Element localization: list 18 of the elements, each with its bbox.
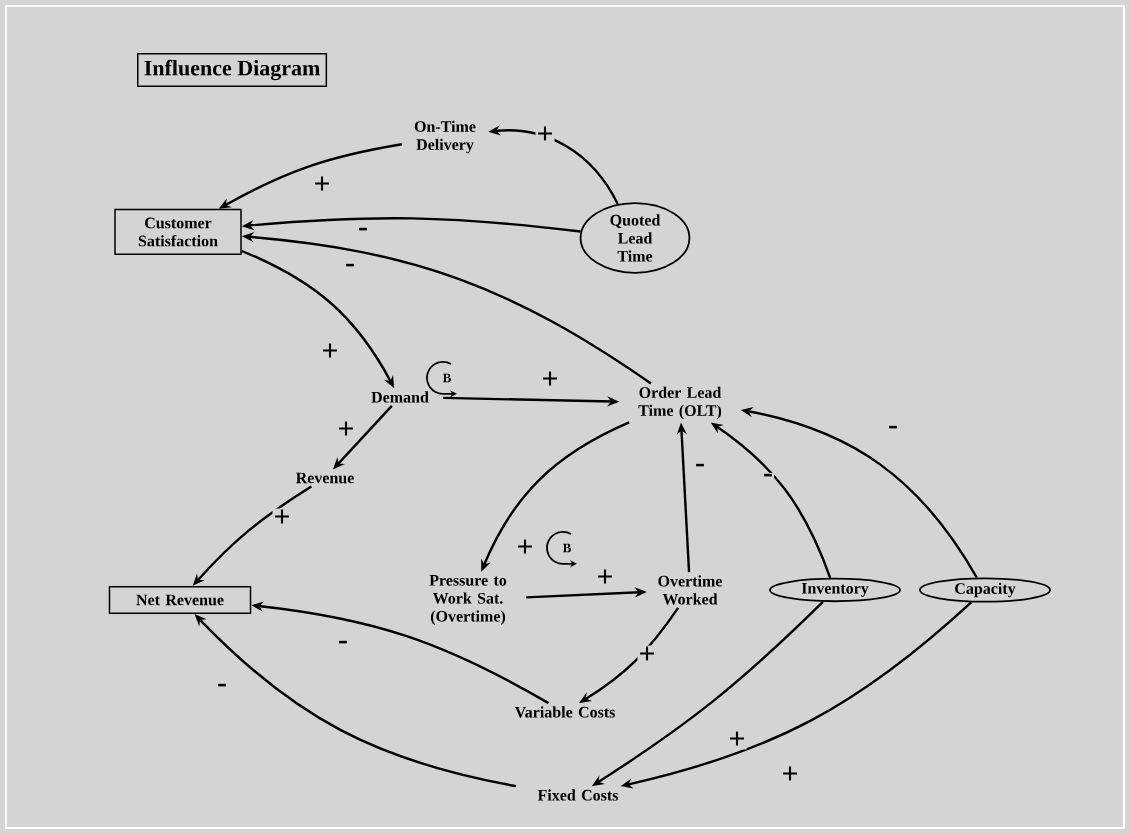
edge-label: - bbox=[337, 639, 349, 651]
edge-label: - bbox=[216, 682, 228, 694]
edge-label: - bbox=[344, 262, 356, 274]
edge-label: - bbox=[357, 226, 369, 238]
edge-label: - bbox=[762, 472, 774, 484]
variable-label: Overtime Worked bbox=[658, 575, 722, 605]
variable-label: Fixed Costs bbox=[537, 789, 619, 801]
variable-label: Order Lead Time (OLT) bbox=[638, 386, 722, 420]
variable-label: On-Time Delivery bbox=[414, 120, 476, 154]
edge-label: - bbox=[694, 462, 706, 474]
variable-box: Net Revenue bbox=[108, 585, 252, 615]
edge-label: - bbox=[887, 424, 899, 436]
variable-label: Pressure to Work Sat. (Overtime) bbox=[429, 575, 507, 625]
title-box: Influence Diagram bbox=[137, 53, 328, 87]
variable-label: Demand bbox=[371, 391, 429, 403]
variable-label: Variable Costs bbox=[514, 706, 615, 718]
variable-box: Customer Satisfaction bbox=[114, 208, 242, 256]
variable-label: Revenue bbox=[295, 472, 354, 484]
